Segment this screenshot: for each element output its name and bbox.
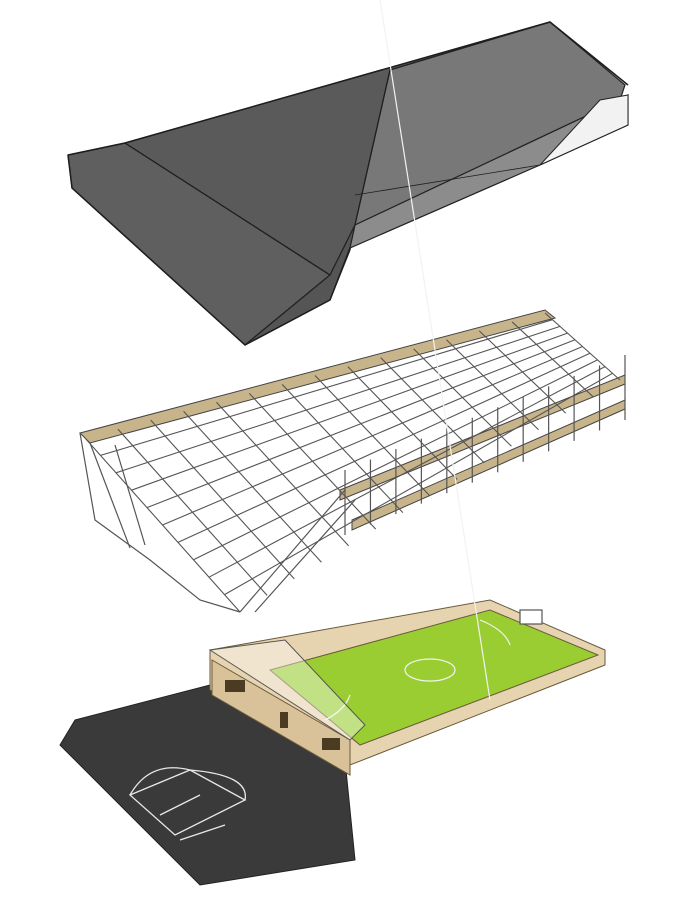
translucent-roof-outline — [208, 639, 366, 741]
basketball-court-lines — [128, 767, 247, 841]
steel-purlin — [208, 366, 606, 578]
pitch-lines — [324, 0, 511, 721]
steel-purlin — [177, 352, 591, 543]
steel-purlin — [100, 319, 553, 456]
roof-layer — [67, 21, 629, 346]
steel-purlin — [115, 325, 561, 474]
end-frame — [79, 432, 356, 613]
structure-layer — [79, 309, 626, 613]
side-rails — [339, 374, 626, 531]
building-openings — [225, 680, 340, 750]
steel-frame-grid — [84, 312, 621, 613]
ground-layer — [59, 0, 606, 886]
steel-purlin — [224, 372, 613, 596]
steel-posts — [344, 355, 626, 535]
roof-ridge-line — [67, 21, 629, 156]
goal-frame — [519, 609, 543, 625]
steel-purlin — [162, 345, 583, 526]
steel-purlin — [131, 332, 568, 491]
steel-purlin — [146, 339, 576, 509]
